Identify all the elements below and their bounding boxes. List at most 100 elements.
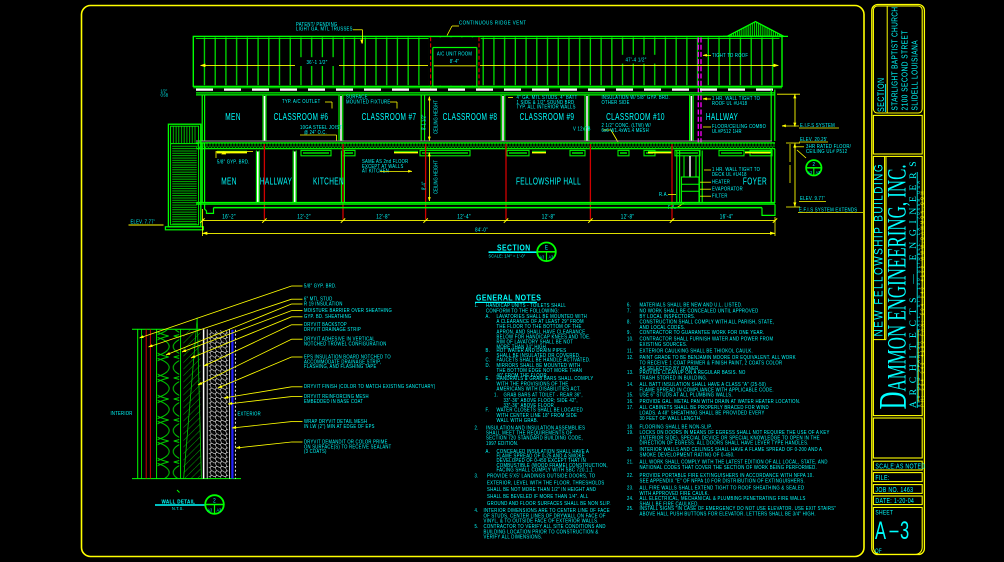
svg-text:DRYVIT DRAINAGE STRIP: DRYVIT DRAINAGE STRIP bbox=[304, 327, 361, 334]
svg-text:WATER CLOSETS SHALL BE LOCATED: WATER CLOSETS SHALL BE LOCATED bbox=[497, 407, 584, 414]
svg-text:TRASH STORED IN BUILDING.: TRASH STORED IN BUILDING. bbox=[640, 375, 708, 382]
svg-text:AS SELECTED BY OWNER.: AS SELECTED BY OWNER. bbox=[640, 365, 701, 372]
svg-text:FLAME SPREAD OF 0-25 AND A SMO: FLAME SPREAD OF 0-25 AND A SMOKE bbox=[497, 453, 586, 460]
svg-text:ELEV. 20.25': ELEV. 20.25' bbox=[800, 136, 827, 143]
svg-text:800 OLD SPANISH TRAIL, STE 100: 800 OLD SPANISH TRAIL, STE 100 SLIDELL, … bbox=[916, 179, 921, 407]
svg-text:8'-4": 8'-4" bbox=[421, 181, 428, 190]
svg-text:VERIFY ALL DIMENSIONS.: VERIFY ALL DIMENSIONS. bbox=[484, 534, 543, 541]
svg-text:MOISTURE BARRIER OVER SHEATHIN: MOISTURE BARRIER OVER SHEATHING bbox=[304, 308, 392, 315]
svg-text:8.: 8. bbox=[627, 319, 631, 326]
svg-text:EXTERIOR, LEVEL WITH THE FLOOR: EXTERIOR, LEVEL WITH THE FLOOR. THRESHOL… bbox=[487, 480, 605, 487]
svg-text:(3 COATS): (3 COATS) bbox=[304, 449, 327, 456]
svg-text:AND LOCAL CODES.: AND LOCAL CODES. bbox=[640, 325, 686, 332]
svg-text:R.A.: R.A. bbox=[659, 192, 668, 199]
svg-text:WALL DETAIL: WALL DETAIL bbox=[162, 499, 196, 506]
svg-text:3HR RATED FLOOR/: 3HR RATED FLOOR/ bbox=[806, 144, 851, 151]
svg-text:1.: 1. bbox=[475, 303, 479, 310]
svg-text:DRYVIT BACKSTOP: DRYVIT BACKSTOP bbox=[304, 322, 347, 329]
svg-text:JOB NO. 1463: JOB NO. 1463 bbox=[875, 486, 913, 494]
svg-text:V 12x7B: V 12x7B bbox=[573, 126, 591, 133]
svg-text:NOTCHED TROWEL CONFIGURATION: NOTCHED TROWEL CONFIGURATION bbox=[304, 341, 387, 348]
svg-text:A3: A3 bbox=[816, 170, 820, 174]
svg-text:BELOW FOR HANDICAP KNEES AND T: BELOW FOR HANDICAP KNEES AND TOE. bbox=[497, 334, 591, 341]
svg-text:10GA STEEL JOIST: 10GA STEEL JOIST bbox=[300, 125, 342, 132]
svg-text:23.: 23. bbox=[627, 485, 634, 492]
svg-text:WITH APPROVED FIRE CAULK.: WITH APPROVED FIRE CAULK. bbox=[640, 491, 710, 498]
svg-text:ALL FIRE WALLS SHALL EXTEND TI: ALL FIRE WALLS SHALL EXTEND TIGHT TO ROO… bbox=[640, 485, 805, 492]
svg-text:30 FEET OF WALL LENGTH.: 30 FEET OF WALL LENGTH. bbox=[640, 415, 702, 422]
svg-text:10.: 10. bbox=[627, 336, 634, 343]
svg-text:MEN: MEN bbox=[221, 175, 236, 187]
svg-text:FILE:: FILE: bbox=[875, 474, 889, 482]
svg-text:CONFORM TO THE FOLLOWING:: CONFORM TO THE FOLLOWING: bbox=[486, 308, 559, 315]
svg-text:CONTRACTOR TO VERIFY ALL SITE: CONTRACTOR TO VERIFY ALL SITE CONDITIONS… bbox=[484, 524, 606, 531]
svg-text:WALL WITH GRAB.: WALL WITH GRAB. bbox=[497, 418, 539, 425]
svg-text:11.: 11. bbox=[627, 348, 633, 355]
svg-text:OF STUDS, CENTER LINES OF DRYW: OF STUDS, CENTER LINES OF DRYWALL ON FAC… bbox=[484, 513, 606, 520]
svg-text:THE BOTTOM EDGE NOT MORE THAN: THE BOTTOM EDGE NOT MORE THAN bbox=[497, 368, 583, 375]
svg-text:12.: 12. bbox=[627, 355, 634, 362]
svg-text:HANDICAP UNITS - TOILETS SHALL: HANDICAP UNITS - TOILETS SHALL bbox=[486, 303, 566, 310]
svg-text:PROVIDE PORTABLE FIRE EXTINGUI: PROVIDE PORTABLE FIRE EXTINGUISHERS IN A… bbox=[640, 473, 814, 480]
svg-text:GROUND AND FLOOR SURFACES SHAL: GROUND AND FLOOR SURFACES SHALL BE NON S… bbox=[487, 501, 611, 508]
svg-text:1.: 1. bbox=[494, 392, 498, 399]
svg-text:CONCEALED INSULATION SHALL HAV: CONCEALED INSULATION SHALL HAVE A bbox=[497, 448, 590, 455]
svg-text:2: 2 bbox=[812, 161, 815, 168]
svg-text:8'-1 1/2": 8'-1 1/2" bbox=[421, 114, 428, 130]
svg-text:24.: 24. bbox=[627, 495, 634, 502]
svg-text:8'-4": 8'-4" bbox=[450, 59, 460, 66]
svg-text:5/8" GYP. BRD.: 5/8" GYP. BRD. bbox=[217, 159, 250, 166]
svg-text:PH: 504-643-4180 FAX: 504-643: PH: 504-643-4180 FAX: 504-643-4108 WWW.D… bbox=[919, 189, 924, 407]
svg-text:@ 24" O.C.: @ 24" O.C. bbox=[304, 129, 327, 135]
svg-text:DATE: 1-20-04: DATE: 1-20-04 bbox=[875, 498, 914, 506]
svg-text:DRYVIT ADHESIVE IN VERTICAL: DRYVIT ADHESIVE IN VERTICAL bbox=[304, 336, 375, 343]
svg-text:EVAPORATOR: EVAPORATOR bbox=[712, 186, 743, 193]
svg-text:17.: 17. bbox=[627, 405, 634, 412]
svg-text:GRAB BARS AT TOILET - REAR 36": GRAB BARS AT TOILET - REAR 36", bbox=[504, 392, 583, 399]
svg-text:20.: 20. bbox=[627, 447, 634, 454]
svg-text:84'-0": 84'-0" bbox=[475, 227, 488, 234]
svg-text:SECTION 720 STANDARD BUILDING: SECTION 720 STANDARD BUILDING CODE, bbox=[486, 435, 583, 442]
svg-text:A/C UNIT ROOM: A/C UNIT ROOM bbox=[437, 51, 472, 58]
svg-text:INSULATION W/ 5/8" GYP. BRD.: INSULATION W/ 5/8" GYP. BRD. bbox=[602, 95, 670, 102]
svg-text:33"-36" ABOVE FLOOR; SIDE 42",: 33"-36" ABOVE FLOOR; SIDE 42", bbox=[504, 397, 578, 404]
svg-text:LOCKS ON DOORS IN MEANS OF EGR: LOCKS ON DOORS IN MEANS OF EGRESS SHALL … bbox=[640, 429, 831, 436]
svg-text:MATERIALS SHALL BE NEW AND U.L: MATERIALS SHALL BE NEW AND U.L. LISTED. bbox=[640, 302, 743, 309]
svg-text:9.: 9. bbox=[627, 330, 631, 337]
svg-text:2.: 2. bbox=[475, 425, 479, 432]
svg-text:DEVELOPED OF 0-450 EXCEPT THAT: DEVELOPED OF 0-450 EXCEPT THAT IN bbox=[497, 458, 587, 465]
svg-text:4" GA. MTL STUDS, 4" BATT: 4" GA. MTL STUDS, 4" BATT bbox=[517, 95, 578, 102]
svg-text:FLASHING, AND FLASHING TAPE: FLASHING, AND FLASHING TAPE bbox=[304, 364, 377, 371]
svg-text:CONTRACTOR TO GUARANTEE WORK F: CONTRACTOR TO GUARANTEE WORK FOR ONE YEA… bbox=[640, 330, 765, 337]
svg-text:APRON, AND SHALL HAVE CLEARANC: APRON, AND SHALL HAVE CLEARANCE bbox=[497, 329, 586, 336]
svg-text:ON SURFACE(S) TO RECEIVE SEALA: ON SURFACE(S) TO RECEIVE SEALANT bbox=[304, 444, 391, 451]
svg-text:16.: 16. bbox=[627, 398, 634, 405]
svg-text:BY LOCAL INSPECTORS.: BY LOCAL INSPECTORS. bbox=[640, 313, 696, 320]
svg-text:16'-2": 16'-2" bbox=[222, 214, 236, 221]
svg-text:12'-2": 12'-2" bbox=[297, 214, 311, 221]
svg-text:AT KITCHEN: AT KITCHEN bbox=[362, 168, 389, 175]
svg-text:PROVIDE CLEANUP ON A REGULAR B: PROVIDE CLEANUP ON A REGULAR BASIS. NO bbox=[640, 370, 746, 377]
svg-text:ALL WORK SHALL COMPLY WITH THE: ALL WORK SHALL COMPLY WITH THE LATEST ED… bbox=[640, 459, 828, 466]
svg-text:A3: A3 bbox=[549, 254, 554, 260]
svg-text:INSULATION AND INSULATION ASSE: INSULATION AND INSULATION ASSEMBLIES bbox=[486, 425, 586, 432]
svg-text:6.: 6. bbox=[627, 302, 631, 309]
svg-text:1997 EDITION.: 1997 EDITION. bbox=[486, 440, 519, 447]
svg-text:3.: 3. bbox=[475, 473, 479, 480]
svg-text:COMBUSTIBLE (WOOD FRAME) CONST: COMBUSTIBLE (WOOD FRAME) CONSTRUCTION, bbox=[497, 462, 608, 469]
svg-text:E: E bbox=[545, 245, 548, 252]
svg-text:WITH CENTER LINE 18" FROM SIDE: WITH CENTER LINE 18" FROM SIDE bbox=[497, 412, 578, 419]
svg-text:NO WORK SHALL BE CONCEALED UNT: NO WORK SHALL BE CONCEALED UNTIL APPROVE… bbox=[640, 308, 759, 315]
svg-text:A: A bbox=[875, 518, 887, 545]
svg-text:A.: A. bbox=[486, 448, 491, 455]
svg-text:ELEV. 7.77': ELEV. 7.77' bbox=[131, 219, 155, 226]
svg-text:FOYER: FOYER bbox=[743, 175, 767, 187]
svg-text:OSB: OSB bbox=[161, 92, 169, 98]
svg-text:CONTRACTOR SHALL FURNISH WATER: CONTRACTOR SHALL FURNISH WATER AND POWER… bbox=[640, 336, 774, 343]
svg-text:2 1/2" CONC. (LTW) W/: 2 1/2" CONC. (LTW) W/ bbox=[602, 123, 652, 130]
svg-text:SHALL BE BEVELED IF MORE THAN: SHALL BE BEVELED IF MORE THAN 1/4". ALL bbox=[487, 494, 588, 501]
svg-text:33"-36" ABOVE FLOOR: 33"-36" ABOVE FLOOR bbox=[504, 402, 555, 409]
svg-text:SAME AS 2nd FLOOR: SAME AS 2nd FLOOR bbox=[362, 159, 409, 166]
svg-text:NATIONAL CODES THAT COVER THE: NATIONAL CODES THAT COVER THE SECTION OF… bbox=[640, 465, 817, 472]
svg-text:AMERICANS WITH DISABILITIES AC: AMERICANS WITH DISABILITIES ACT. bbox=[497, 386, 581, 393]
